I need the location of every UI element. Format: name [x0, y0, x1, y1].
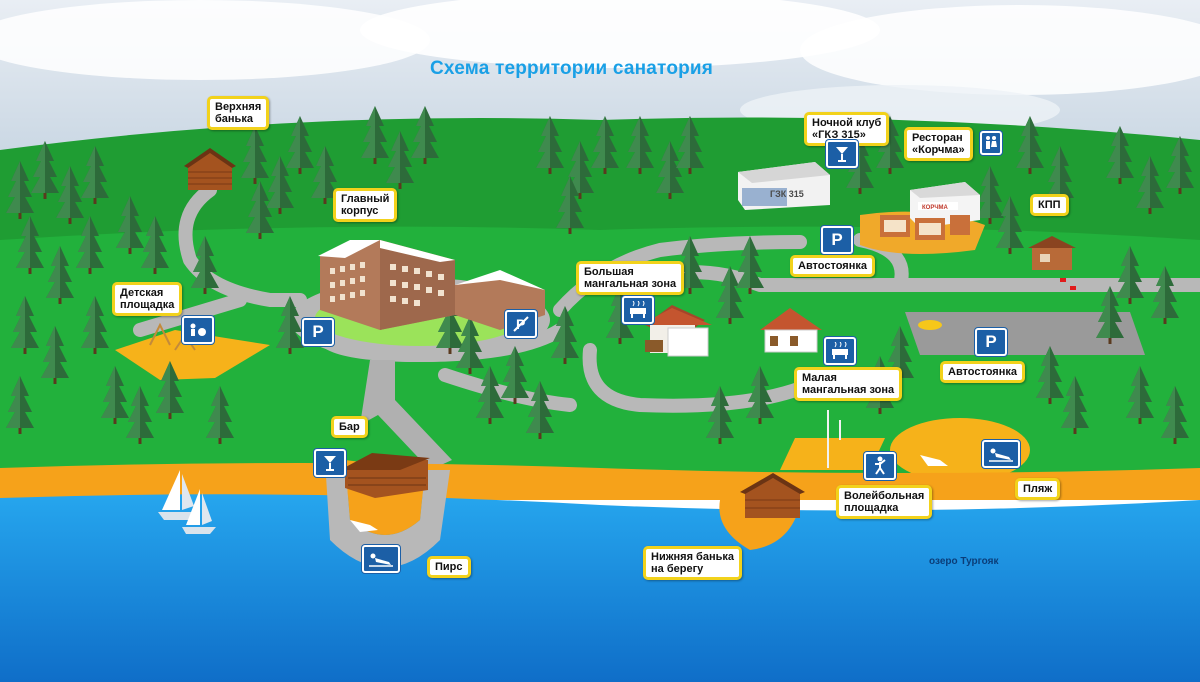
- label-big-bbq[interactable]: Большая мангальная зона: [576, 261, 685, 295]
- label-volleyball[interactable]: Волейбольная площадка: [836, 485, 933, 519]
- cocktail-icon: [314, 449, 346, 477]
- parking-icon: P: [975, 328, 1007, 356]
- label-line: Бар: [339, 421, 360, 433]
- label-small-bbq[interactable]: Малая мангальная зона: [794, 367, 903, 401]
- label-line: Пирс: [435, 561, 463, 573]
- label-line: Нижняя банька: [651, 551, 734, 563]
- cloud: [360, 0, 880, 68]
- label-line: площадка: [844, 502, 899, 514]
- restaurant-building: КОРЧМА: [880, 182, 980, 240]
- bbq-grill-icon: [622, 296, 654, 324]
- lake-label: озеро Тургояк: [929, 556, 999, 567]
- lower-bath-house: [740, 473, 805, 518]
- label-line: площадка: [120, 299, 175, 311]
- parking-lot-right: [905, 312, 1145, 355]
- label-lower-bath[interactable]: Нижняя банька на берегу: [643, 546, 742, 580]
- toilet-icon: [980, 131, 1002, 155]
- label-line: корпус: [341, 205, 379, 217]
- small-bbq-gazebo: [760, 308, 822, 353]
- parking-icon: P: [302, 318, 334, 346]
- label-parking-right[interactable]: Автостоянка: [940, 361, 1025, 383]
- label-line: Большая: [584, 266, 634, 278]
- lounger: [350, 455, 948, 532]
- label-line: на берегу: [651, 563, 704, 575]
- label-line: Главный: [341, 193, 390, 205]
- label-line: Автостоянка: [798, 260, 867, 272]
- sunbather-icon: [362, 545, 400, 573]
- page-title: Схема территории санатория: [430, 58, 714, 79]
- label-line: «Корчма»: [912, 144, 965, 156]
- pier: [325, 460, 450, 568]
- cloud: [800, 5, 1200, 95]
- label-line: мангальная зона: [584, 278, 677, 290]
- volleyball-court: [780, 438, 885, 470]
- label-line: Малая: [802, 372, 837, 384]
- label-line: Детская: [120, 287, 164, 299]
- stairs: [360, 360, 452, 470]
- club-sign: ГЗК 315: [770, 189, 804, 199]
- label-pier[interactable]: Пирс: [427, 556, 471, 578]
- lake-water: [0, 494, 1200, 682]
- label-line: Автостоянка: [948, 366, 1017, 378]
- label-line: «ГКЗ 315»: [812, 129, 866, 141]
- playground-sand: [115, 330, 270, 380]
- parking-icon: P: [821, 226, 853, 254]
- label-line: КПП: [1038, 199, 1061, 211]
- playground-icon: [182, 316, 214, 344]
- sailboat: [158, 470, 198, 520]
- car: [918, 320, 942, 330]
- label-line: Ночной клуб: [812, 117, 882, 129]
- label-line: Верхняя: [215, 101, 262, 113]
- label-line: Ресторан: [912, 132, 963, 144]
- label-beach[interactable]: Пляж: [1015, 478, 1061, 500]
- upper-bath-house: [184, 148, 236, 190]
- volleyball-net: [827, 410, 841, 468]
- big-bbq-gazebo: [640, 305, 712, 357]
- label-playground[interactable]: Детская площадка: [112, 282, 183, 316]
- restaurant-sign: КОРЧМА: [922, 205, 949, 211]
- volleyball-icon: [864, 452, 896, 480]
- cocktail-icon: [826, 140, 858, 168]
- label-line: банька: [215, 113, 253, 125]
- cloud: [0, 0, 430, 80]
- label-parking-top[interactable]: Автостоянка: [790, 255, 875, 277]
- sailboat: [182, 489, 216, 534]
- label-main-building[interactable]: Главный корпус: [333, 188, 398, 222]
- no-parking-icon: P: [505, 310, 537, 338]
- sunbather-icon: [982, 440, 1020, 468]
- label-upper-bath[interactable]: Верхняя банька: [207, 96, 270, 130]
- night-club-building: ГЗК 315: [738, 162, 830, 210]
- label-bar[interactable]: Бар: [331, 416, 368, 438]
- label-kpp[interactable]: КПП: [1030, 194, 1069, 216]
- bbq-grill-icon: [824, 337, 856, 365]
- bar-building: [340, 453, 430, 498]
- kpp-building: [1028, 236, 1076, 290]
- label-line: Волейбольная: [844, 490, 925, 502]
- label-restaurant[interactable]: Ресторан «Корчма»: [904, 127, 973, 161]
- label-line: мангальная зона: [802, 384, 895, 396]
- label-line: Пляж: [1023, 483, 1053, 495]
